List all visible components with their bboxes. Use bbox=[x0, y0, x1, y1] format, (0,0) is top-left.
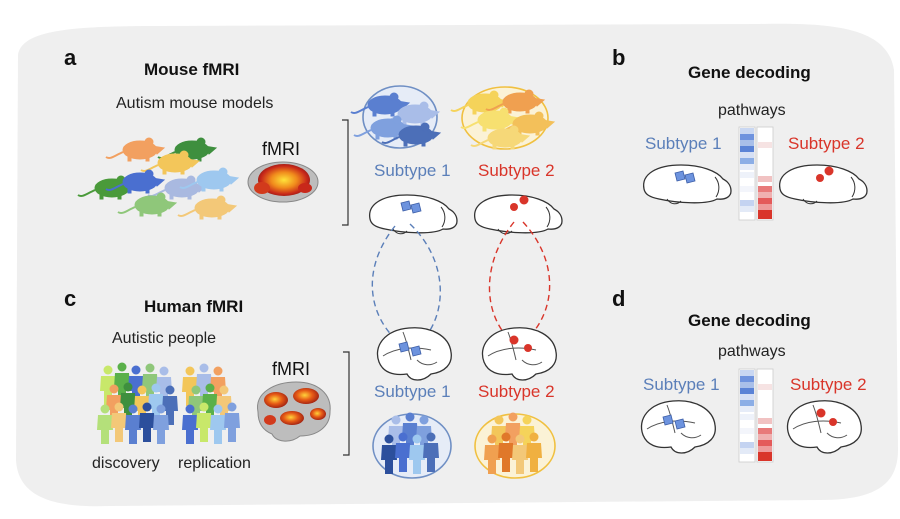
subtype2-link bbox=[522, 221, 551, 341]
pathways-heatmap bbox=[738, 368, 774, 463]
gene-decoding-b bbox=[642, 126, 868, 221]
subtype1-mouse-brain bbox=[642, 164, 732, 205]
human-subtype2-label: Subtype 2 bbox=[478, 382, 555, 401]
pathways-d-label: pathways bbox=[718, 343, 786, 360]
gene-b-subtype1-label: Subtype 1 bbox=[645, 134, 722, 153]
panel-label-b: b bbox=[612, 45, 626, 70]
subtype2-human-brain bbox=[481, 327, 557, 381]
subtype1-human-brain bbox=[376, 327, 452, 381]
human-subtype1-label: Subtype 1 bbox=[374, 382, 451, 401]
gene-d-subtype1-label: Subtype 1 bbox=[643, 375, 720, 394]
subtype1-link bbox=[371, 225, 403, 346]
discovery-label: discovery bbox=[92, 455, 160, 472]
subtype1-mouse-brain bbox=[368, 194, 458, 235]
bracket bbox=[343, 351, 350, 456]
autistic-people-label: Autistic people bbox=[112, 330, 217, 347]
pathways-b-label: pathways bbox=[718, 102, 786, 119]
gene-decoding-d-title: Gene decoding bbox=[688, 311, 811, 330]
subtype1-people-cluster bbox=[372, 412, 452, 479]
human-fmri-title: Human fMRI bbox=[144, 297, 244, 316]
subtype2-people-cluster bbox=[474, 412, 556, 479]
subtype1-human-brain bbox=[640, 400, 716, 454]
subtype1-mouse-cluster bbox=[350, 85, 441, 149]
subtype2-human-brain bbox=[786, 400, 862, 454]
pathways-heatmap bbox=[738, 126, 774, 221]
mouse-subtype1-label: Subtype 1 bbox=[374, 161, 451, 180]
gene-d-subtype2-label: Subtype 2 bbox=[790, 375, 867, 394]
panel-label-c: c bbox=[64, 286, 77, 311]
mouse-fmri-brain bbox=[247, 161, 319, 203]
bracket bbox=[342, 119, 349, 226]
gene-b-subtype2-label: Subtype 2 bbox=[788, 134, 865, 153]
human-fmri-brain bbox=[257, 381, 331, 442]
gene-decoding-d bbox=[640, 368, 862, 463]
subtype2-mouse-brain bbox=[473, 194, 563, 235]
mouse-models-label: Autism mouse models bbox=[116, 95, 274, 112]
panel-label-a: a bbox=[64, 45, 77, 70]
subtype2-mouse-brain bbox=[778, 164, 868, 205]
mouse-fmri-label: fMRI bbox=[262, 139, 300, 159]
subtype2-mouse-cluster bbox=[450, 86, 555, 150]
panel-label-d: d bbox=[612, 286, 626, 311]
gene-decoding-b-title: Gene decoding bbox=[688, 63, 811, 82]
human-fmri-label: fMRI bbox=[272, 359, 310, 379]
mouse-subtype2-label: Subtype 2 bbox=[478, 161, 555, 180]
replication-label: replication bbox=[178, 455, 251, 472]
mouse-fmri-title: Mouse fMRI bbox=[144, 60, 240, 79]
background-panel bbox=[16, 23, 898, 507]
